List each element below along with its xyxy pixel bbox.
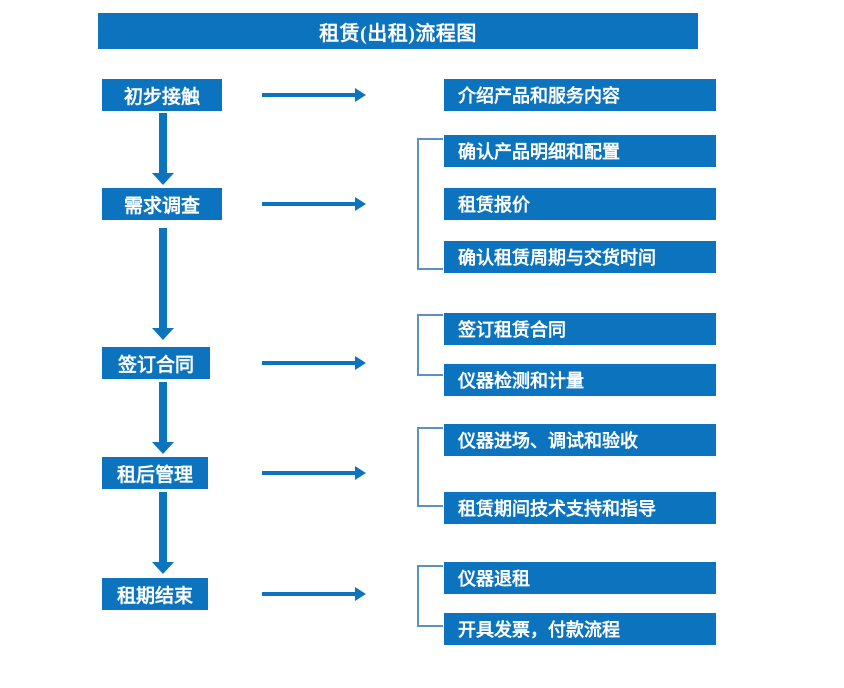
- stage-node-5[interactable]: 租期结束: [102, 578, 208, 610]
- flow-arrow-3-to-4: [152, 382, 174, 454]
- flow-arrow-2-to-3: [152, 228, 174, 340]
- detail-node-9[interactable]: 仪器退租: [444, 562, 716, 594]
- page-title: 租赁(出租)流程图: [98, 13, 698, 49]
- connector-arrow-2: [262, 197, 366, 211]
- detail-node-4[interactable]: 确认租赁周期与交货时间: [444, 241, 716, 273]
- brace-connector-1: [417, 138, 443, 270]
- detail-node-5[interactable]: 签订租赁合同: [444, 313, 716, 345]
- stage-node-1[interactable]: 初步接触: [102, 79, 222, 111]
- detail-node-7[interactable]: 仪器进场、调试和验收: [444, 424, 716, 456]
- connector-arrow-3: [262, 356, 366, 370]
- connector-arrow-4: [262, 466, 366, 480]
- brace-connector-2: [417, 314, 443, 376]
- detail-node-3[interactable]: 租赁报价: [444, 188, 716, 220]
- detail-node-8[interactable]: 租赁期间技术支持和指导: [444, 492, 716, 524]
- detail-node-2[interactable]: 确认产品明细和配置: [444, 135, 716, 167]
- brace-connector-3: [417, 427, 443, 507]
- brace-connector-4: [417, 565, 443, 627]
- detail-node-1[interactable]: 介绍产品和服务内容: [444, 79, 716, 111]
- flow-arrow-1-to-2: [152, 113, 174, 185]
- stage-node-2[interactable]: 需求调查: [102, 188, 222, 220]
- connector-arrow-5: [262, 587, 366, 601]
- detail-node-10[interactable]: 开具发票，付款流程: [444, 613, 716, 645]
- flow-arrow-4-to-5: [152, 492, 174, 574]
- detail-node-6[interactable]: 仪器检测和计量: [444, 364, 716, 396]
- stage-node-4[interactable]: 租后管理: [102, 457, 208, 489]
- connector-arrow-1: [262, 88, 366, 102]
- stage-node-3[interactable]: 签订合同: [102, 347, 210, 379]
